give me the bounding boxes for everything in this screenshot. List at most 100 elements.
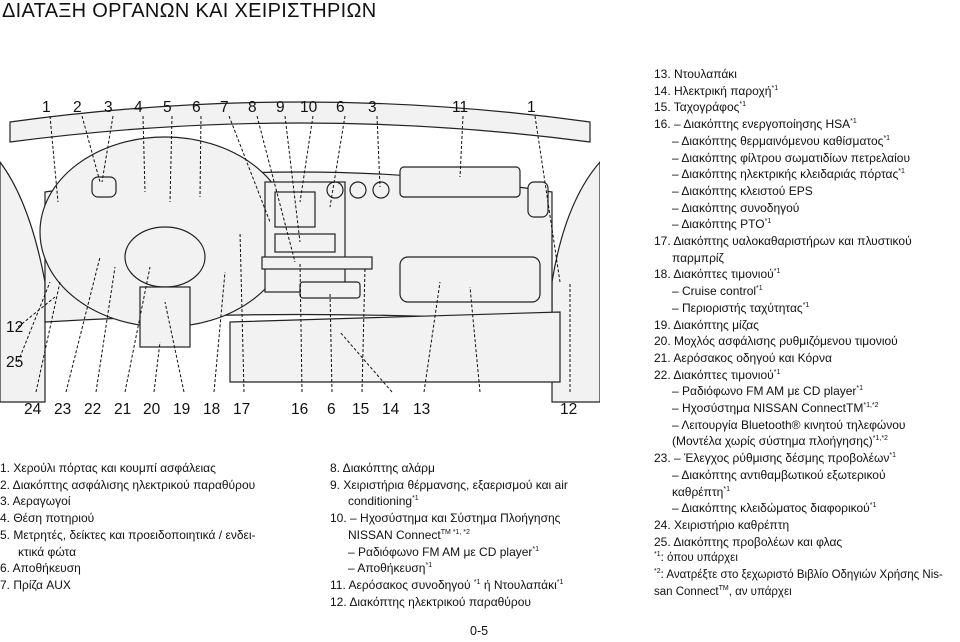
legend-item-16: 16. – Διακόπτης ενεργοποίησης HSA*1 (654, 117, 857, 132)
legend-item-9: 9. Χειριστήρια θέρμανσης, εξαερισμού και… (330, 477, 568, 492)
legend-item-9-cont: conditioning*1 (348, 494, 419, 509)
callout-bottom-19: 19 (173, 401, 190, 418)
callout-top-6: 6 (192, 99, 201, 116)
page-title: ΔΙΑΤΑΞΗ ΟΡΓΑΝΩΝ ΚΑΙ ΧΕΙΡΙΣΤΗΡΙΩΝ (2, 0, 377, 22)
center-vent-2 (349, 181, 367, 199)
callout-top-3b: 3 (368, 99, 377, 116)
legend-item-2: 2. Διακόπτης ασφάλισης ηλεκτρικού παραθύ… (0, 477, 256, 492)
legend-item-11: 11. Αερόσακος συνοδηγού *1 ή Ντουλαπάκι*… (330, 577, 564, 592)
callout-top-6b: 6 (336, 99, 345, 116)
legend-item-18-cruise: – Cruise control*1 (672, 284, 763, 299)
bottom-leader-lines (35, 231, 571, 393)
legend-item-16-door: – Διακόπτης ηλεκτρικής κλειδαριάς πόρτας… (672, 167, 905, 182)
callout-top-2: 2 (73, 99, 82, 116)
legend-item-4: 4. Θέση ποτηριού (0, 511, 95, 526)
windshield-frame (9, 101, 591, 143)
callout-top-9: 9 (276, 99, 285, 116)
legend-item-22-bluetooth: – Λειτουργία Bluetooth® κινητού τηλεφώνο… (672, 417, 906, 432)
legend-item-5-cont: κτικά φώτα (18, 544, 77, 559)
legend-item-23-diff: – Διακόπτης κλειδώματος διαφορικού*1 (672, 501, 877, 516)
legend-item-14: 14. Ηλεκτρική παροχή*1 (654, 83, 779, 98)
legend-item-7: 7. Πρίζα AUX (0, 577, 71, 592)
side-leader-lines (17, 281, 56, 363)
footnote-2-cont: san ConnectTM, αν υπάρχει (654, 584, 792, 598)
legend-item-16-seat: – Διακόπτης θερμαινόμενου καθίσματος*1 (672, 133, 891, 148)
legend-item-5: 5. Μετρητές, δείκτες και προειδοποιητικά… (0, 527, 256, 542)
dashboard-diagram: 1 2 3 4 5 6 7 8 9 10 6 3 11 1 12 25 24 2… (0, 99, 600, 418)
callout-top-4: 4 (134, 99, 143, 116)
legend-item-18-limiter: – Περιοριστής ταχύτητας*1 (672, 300, 810, 315)
left-side-vent (91, 176, 117, 198)
callout-bottom-24: 24 (24, 401, 42, 418)
callout-bottom-23: 23 (54, 401, 71, 418)
callout-top-10: 10 (300, 99, 318, 116)
switch-row (261, 256, 373, 270)
legend-item-10-storage: – Αποθήκευση*1 (348, 561, 433, 576)
callout-bottom-21: 21 (114, 401, 131, 418)
legend-item-16-passenger: – Διακόπτης συνοδηγού (672, 200, 800, 215)
legend-item-6: 6. Αποθήκευση (0, 561, 81, 576)
callout-bottom-12: 12 (560, 401, 577, 418)
callout-bottom-17: 17 (233, 401, 250, 418)
legend-item-22-radio: – Ραδιόφωνο FM AM με CD player*1 (672, 384, 864, 399)
legend-item-10: 10. – Ηχοσύστημα και Σύστημα Πλοήγησης (330, 511, 561, 526)
legend-item-1: 1. Χερούλι πόρτας και κουμπί ασφάλειας (0, 461, 216, 475)
page-number: 0-5 (470, 624, 489, 638)
legend-item-23-mirror: – Διακόπτης αντιθαμβωτικού εξωτερικού (672, 467, 886, 482)
callout-bottom-16: 16 (291, 401, 308, 418)
legend-item-16-dpf: – Διακόπτης φίλτρου σωματιδίων πετρελαίο… (672, 150, 911, 165)
legend-item-24: 24. Χειριστήριο καθρέπτη (654, 517, 790, 532)
callout-top-8: 8 (248, 99, 257, 116)
legend-item-13: 13. Ντουλαπάκι (654, 67, 737, 81)
callout-bottom-13: 13 (413, 401, 430, 418)
legend-item-25: 25. Διακόπτης προβολέων και φλας (654, 534, 843, 549)
callout-top-7: 7 (220, 99, 229, 116)
callout-top-1b: 1 (527, 99, 536, 116)
legend-item-8: 8. Διακόπτης αλάρμ (330, 461, 435, 475)
legend-item-12: 12. Διακόπτης ηλεκτρικού παραθύρου (330, 594, 531, 609)
legend-middle-column: 8. Διακόπτης αλάρμ 9. Χειριστήρια θέρμαν… (330, 460, 620, 610)
legend-item-17: 17. Διακόπτης υαλοκαθαριστήρων και πλυστ… (654, 234, 912, 249)
legend-item-19: 19. Διακόπτης μίζας (654, 317, 759, 332)
glovebox (399, 256, 541, 303)
callout-top-3: 3 (104, 99, 113, 116)
callout-bottom-18: 18 (203, 401, 220, 418)
legend-item-10-radio: – Ραδιόφωνο FM AM με CD player*1 (348, 544, 540, 559)
legend-item-10-brand: NISSAN ConnectTM *1, *2 (348, 527, 470, 542)
hvac-controls (274, 233, 336, 253)
center-vent-1 (326, 181, 344, 199)
callout-bottom-14: 14 (382, 401, 400, 418)
legend-item-18: 18. Διακόπτες τιμονιού*1 (654, 267, 781, 282)
callout-top-11: 11 (452, 99, 468, 116)
top-leader-lines (49, 115, 561, 283)
legend-item-23-mirror-cont: καθρέπτη*1 (672, 484, 730, 499)
legend-item-16-pto: – Διακόπτης PTO*1 (672, 217, 772, 232)
legend-item-15: 15. Ταχογράφος*1 (654, 100, 747, 115)
legend-item-21: 21. Αερόσακος οδηγού και Κόρνα (654, 350, 832, 365)
legend-right-column: 13. Ντουλαπάκι 14. Ηλεκτρική παροχή*1 15… (654, 66, 960, 601)
callout-top-5: 5 (163, 99, 172, 116)
footnote-2: *2: Ανατρέξτε στο ξεχωριστό Βιβλίο Οδηγι… (654, 568, 943, 582)
legend-item-23: 23. – Έλεγχος ρύθμισης δέσμης προβολέων*… (654, 451, 897, 466)
callout-top-1: 1 (42, 99, 51, 116)
legend-item-22: 22. Διακόπτες τιμονιού*1 (654, 367, 781, 382)
steering-column (139, 286, 191, 348)
legend-item-3: 3. Αεραγωγοί (0, 494, 71, 509)
callout-side-25: 25 (6, 354, 23, 371)
right-side-vent (527, 181, 549, 218)
steering-hub (124, 226, 206, 288)
callout-bottom-15: 15 (352, 401, 369, 418)
legend-item-20: 20. Μοχλός ασφάλισης ρυθμιζόμενου τιμονι… (654, 334, 898, 349)
callout-bottom-6: 6 (327, 401, 336, 418)
legend-item-22-note: (Μοντέλα χωρίς σύστημα πλοήγησης)*1,*2 (672, 434, 888, 449)
callout-bottom-20: 20 (143, 401, 161, 418)
legend-item-16-eps: – Διακόπτης κλειστού EPS (672, 183, 813, 198)
legend-left-column: 1. Χερούλι πόρτας και κουμπί ασφάλειας 2… (0, 460, 318, 594)
legend-item-17-cont: παρμπρίζ (672, 250, 724, 265)
callout-side-12: 12 (6, 319, 23, 336)
footnote-1: *1: όπου υπάρχει (654, 551, 738, 565)
center-vent-3 (372, 181, 390, 199)
lower-panel (229, 311, 561, 383)
legend-item-22-nissan: – Ηχοσύστημα NISSAN ConnectTM*1,*2 (672, 401, 879, 416)
callout-bottom-22: 22 (84, 401, 101, 418)
